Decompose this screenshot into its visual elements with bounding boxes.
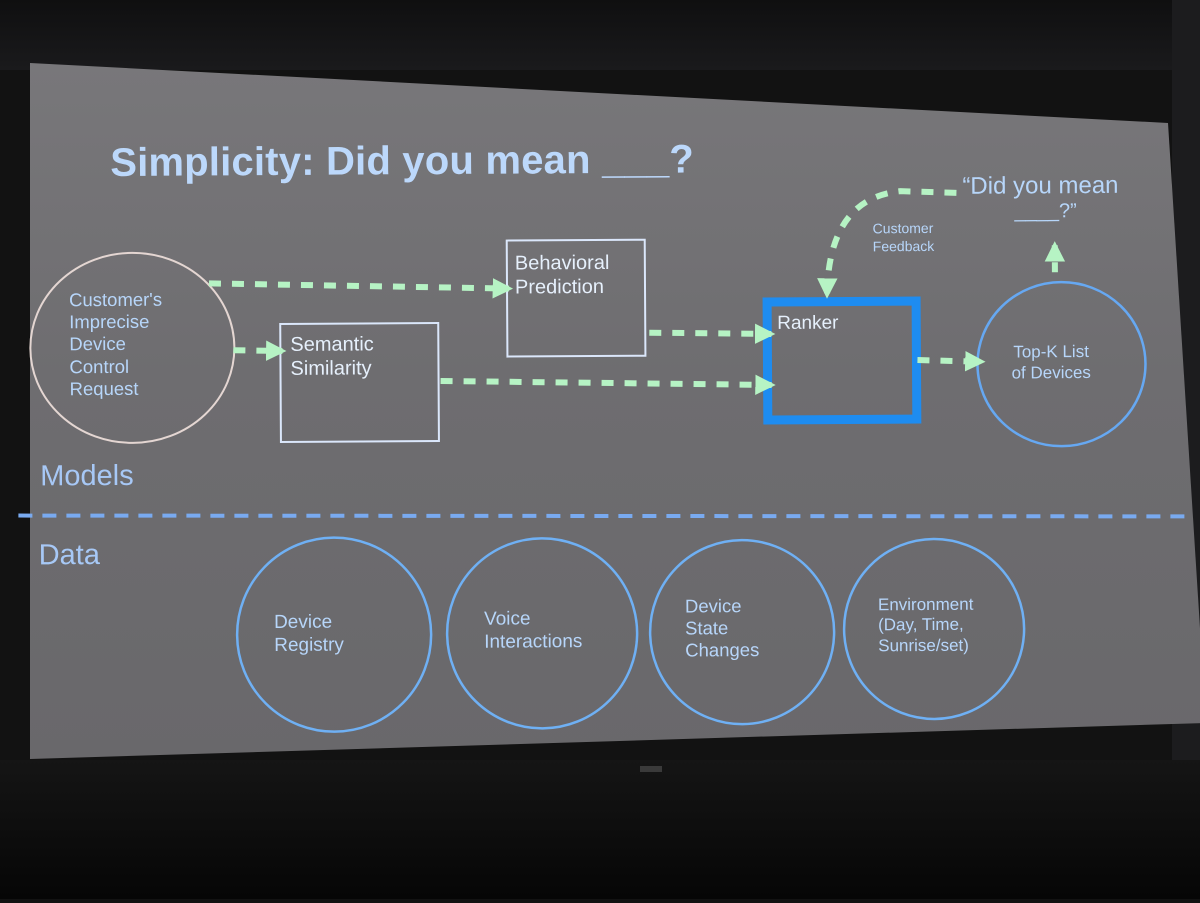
request-label-line: Device [69, 333, 162, 356]
semantic-label-line: Semantic [290, 332, 374, 357]
request-label-line: Customer's [69, 289, 162, 312]
data-source-label-line: Sunrise/set) [878, 636, 974, 657]
semantic-label-line: Similarity [290, 357, 374, 382]
did-you-mean-output-label: “Did you mean ____?” [962, 172, 1118, 224]
output-label-line: ____?” [962, 199, 1118, 223]
request-label-line: Request [70, 377, 163, 400]
output-label-line: “Did you mean [962, 172, 1118, 201]
environment-label: Environment (Day, Time, Sunrise/set) [878, 595, 974, 657]
arrow-semantic-to-ranker [441, 379, 772, 387]
data-source-label-line: Environment [878, 595, 974, 616]
models-data-divider [18, 508, 1190, 523]
data-source-label-line: Registry [274, 634, 344, 657]
voice-interactions-label: Voice Interactions [484, 608, 583, 654]
arrow-request-to-semantic [233, 350, 282, 351]
data-source-label-line: Interactions [484, 631, 582, 654]
device-state-changes-label: Device State Changes [685, 595, 759, 662]
arrow-ranker-to-topk [917, 360, 981, 362]
behavioral-label-line: Prediction [515, 275, 610, 300]
arrow-behavioral-to-ranker [649, 332, 771, 335]
device-registry-label: Device Registry [274, 612, 344, 658]
data-source-label-line: State [685, 617, 759, 640]
feedback-label-line: Feedback [873, 237, 935, 256]
behavioral-prediction-label: Behavioral Prediction [515, 251, 610, 300]
section-label-data: Data [39, 539, 100, 572]
data-source-label-line: Changes [685, 639, 759, 662]
topk-label-line: Top-K List [1011, 341, 1091, 363]
arrow-request-to-behavioral [209, 282, 509, 291]
ranker-label: Ranker [777, 313, 838, 336]
topk-label-line: of Devices [1011, 362, 1091, 384]
data-source-label-line: Voice [484, 608, 582, 631]
data-source-label-line: (Day, Time, [878, 615, 974, 636]
semantic-similarity-label: Semantic Similarity [290, 332, 374, 381]
data-source-label-line: Device [274, 612, 344, 635]
request-node-label: Customer's Imprecise Device Control Requ… [69, 289, 163, 401]
section-label-models: Models [40, 460, 134, 494]
behavioral-label-line: Behavioral [515, 251, 610, 276]
request-label-line: Control [69, 355, 162, 378]
request-label-line: Imprecise [69, 311, 162, 334]
topk-label: Top-K List of Devices [1011, 341, 1091, 384]
slide-title: Simplicity: Did you mean ___? [110, 137, 694, 186]
customer-feedback-label: Customer Feedback [873, 219, 935, 256]
feedback-label-line: Customer [873, 219, 935, 238]
data-source-label-line: Device [685, 595, 759, 618]
